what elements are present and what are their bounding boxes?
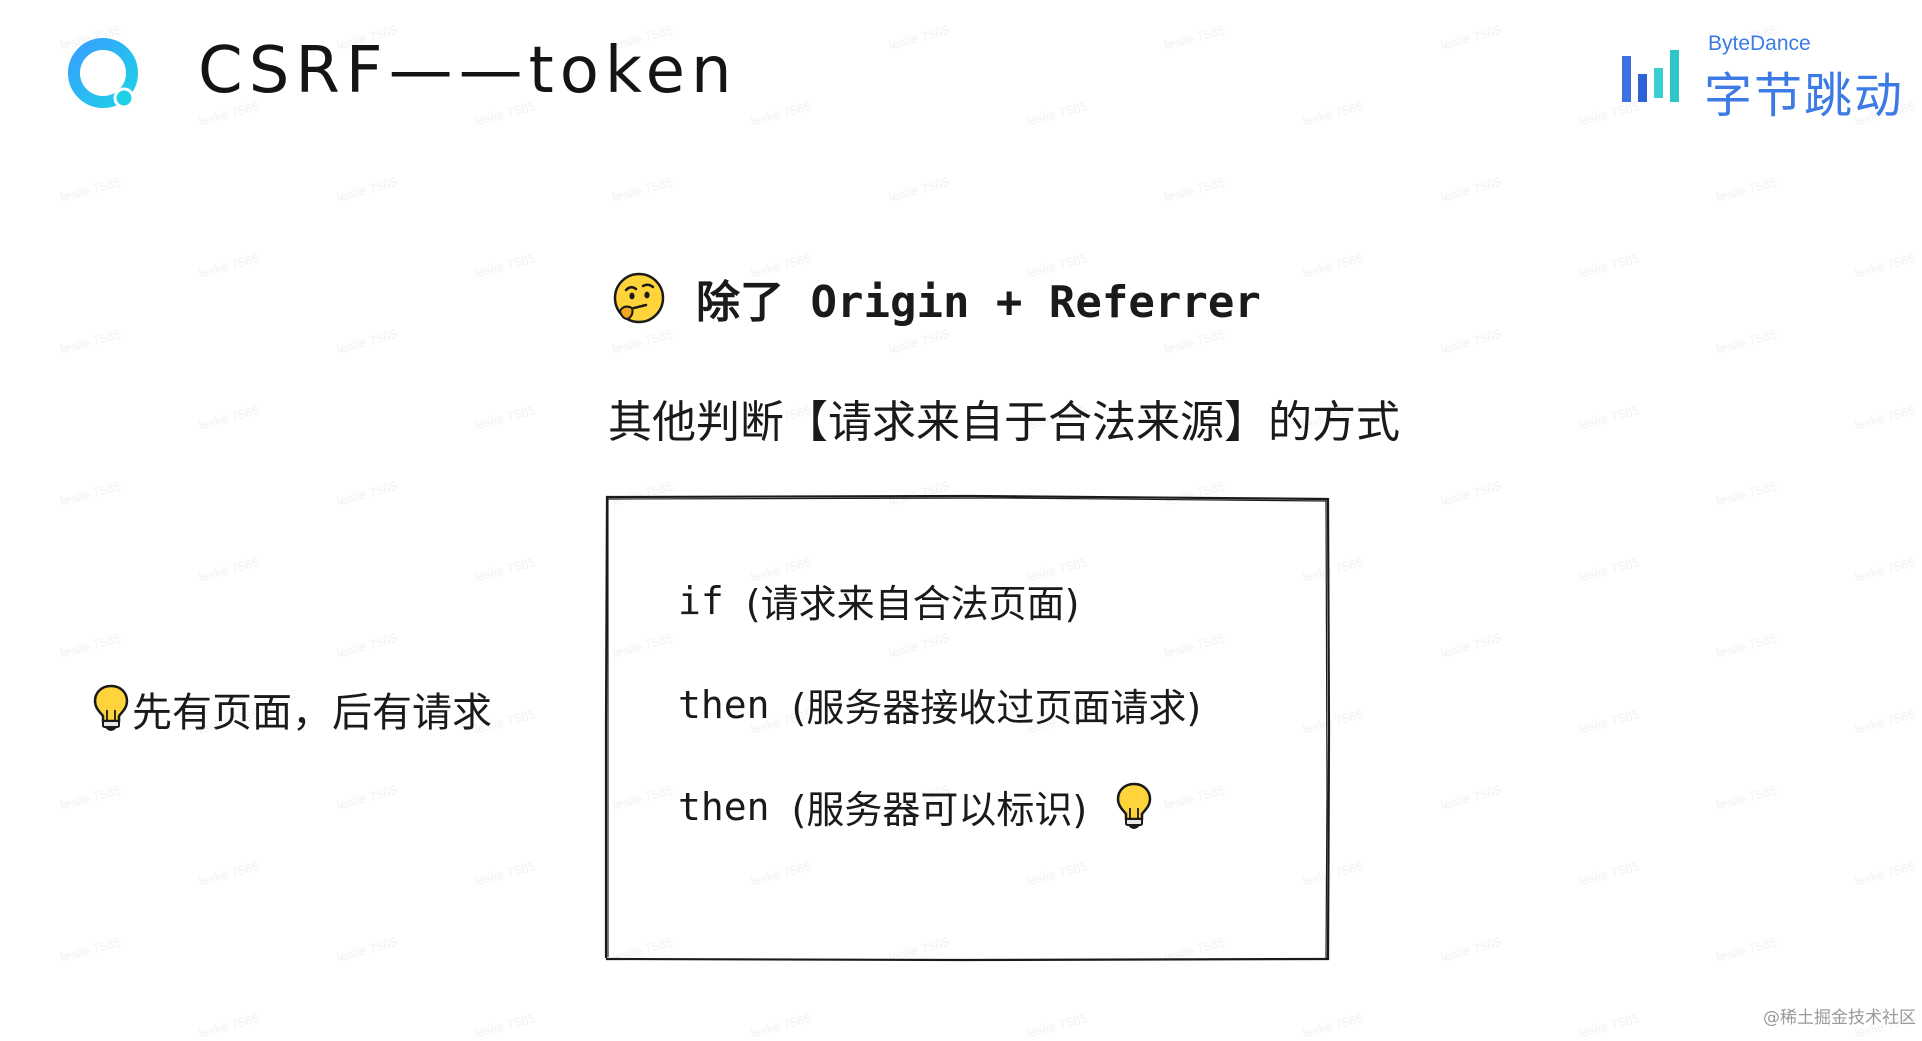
watermark-text: leslie 7585 — [1853, 250, 1918, 281]
heading-text: 除了 Origin + Referrer — [696, 277, 1261, 328]
watermark-text: leslie 7585 — [59, 326, 124, 357]
watermark-text: leslie 7585 — [1439, 478, 1504, 509]
watermark-text: leslie 7585 — [335, 934, 400, 965]
watermark-text: leslie 7585 — [473, 554, 538, 585]
watermark-text: leslie 7585 — [1025, 98, 1090, 129]
code-keyword: if — [678, 578, 724, 623]
code-line-if: if (请求来自合法页面) — [678, 573, 1079, 628]
watermark-text: leslie 7585 — [1715, 174, 1780, 205]
watermark-text: leslie 7585 — [1163, 326, 1228, 357]
code-keyword: then — [678, 784, 770, 829]
code-text: (服务器可以标识) — [791, 788, 1088, 832]
watermark-text: leslie 7585 — [335, 478, 400, 509]
watermark-text: leslie 7585 — [197, 858, 262, 889]
watermark-text: leslie 7585 — [473, 402, 538, 433]
thinking-face-icon — [613, 272, 665, 324]
watermark-text: leslie 7585 — [1025, 1010, 1090, 1041]
watermark-text: leslie 7585 — [887, 22, 952, 53]
watermark-text: leslie 7585 — [887, 174, 952, 205]
watermark-text: leslie 7585 — [473, 858, 538, 889]
watermark-text: leslie 7585 — [1301, 1010, 1366, 1041]
watermark-text: leslie 7585 — [1577, 858, 1642, 889]
watermark-text: leslie 7585 — [197, 402, 262, 433]
watermark-text: leslie 7585 — [611, 326, 676, 357]
corner-credit: @稀土掘金技术社区 — [1763, 1008, 1916, 1028]
watermark-text: leslie 7585 — [59, 934, 124, 965]
watermark-text: leslie 7585 — [59, 782, 124, 813]
code-box-frame — [604, 494, 1331, 962]
code-line-then-2: then (服务器可以标识) — [678, 779, 1153, 834]
watermark-text: leslie 7585 — [197, 250, 262, 281]
watermark-text: leslie 7585 — [1163, 22, 1228, 53]
watermark-text: leslie 7585 — [59, 630, 124, 661]
watermark-text: leslie 7585 — [1301, 250, 1366, 281]
watermark-text: leslie 7585 — [1715, 782, 1780, 813]
watermark-text: leslie 7585 — [1577, 250, 1642, 281]
watermark-text: leslie 7585 — [335, 174, 400, 205]
watermark-text: leslie 7585 — [1577, 706, 1642, 737]
watermark-text: leslie 7585 — [59, 174, 124, 205]
lightbulb-icon — [1116, 782, 1152, 829]
watermark-text: leslie 7585 — [1439, 782, 1504, 813]
watermark-text: leslie 7585 — [1439, 630, 1504, 661]
side-note: 先有页面，后有请求 — [92, 680, 492, 738]
code-keyword: then — [678, 682, 770, 727]
watermark-text: leslie 7585 — [197, 554, 262, 585]
watermark-text: leslie 7585 — [1301, 98, 1366, 129]
watermark-text: leslie 7585 — [611, 174, 676, 205]
subheading: 其他判断【请求来自于合法来源】的方式 — [608, 397, 1400, 448]
code-text: (请求来自合法页面) — [745, 582, 1080, 626]
code-line-then-1: then (服务器接收过页面请求) — [678, 677, 1201, 732]
watermark-text: leslie 7585 — [1853, 858, 1918, 889]
watermark-text: leslie 7585 — [1715, 326, 1780, 357]
heading-row: 除了 Origin + Referrer — [612, 268, 1261, 328]
watermark-text: leslie 7585 — [887, 326, 952, 357]
watermark-text: leslie 7585 — [1439, 326, 1504, 357]
watermark-text: leslie 7585 — [1439, 174, 1504, 205]
watermark-text: leslie 7585 — [197, 1010, 262, 1041]
watermark-text: leslie 7585 — [1439, 934, 1504, 965]
watermark-text: leslie 7585 — [749, 1010, 814, 1041]
watermark-text: leslie 7585 — [59, 478, 124, 509]
watermark-text: leslie 7585 — [1715, 934, 1780, 965]
watermark-text: leslie 7585 — [335, 782, 400, 813]
watermark-text: leslie 7585 — [1715, 630, 1780, 661]
watermark-text: leslie 7585 — [473, 250, 538, 281]
brand-chinese: 字节跳动 — [1704, 68, 1905, 124]
app-logo-icon — [68, 38, 138, 109]
watermark-text: leslie 7585 — [749, 98, 814, 129]
code-box: if (请求来自合法页面) then (服务器接收过页面请求) then (服务… — [604, 494, 1331, 962]
watermark-text: leslie 7585 — [1577, 554, 1642, 585]
watermark-text: leslie 7585 — [1577, 402, 1642, 433]
bytedance-logo: ByteDance 字节跳动 — [1620, 30, 1902, 124]
lightbulb-icon — [93, 684, 129, 731]
code-text: (服务器接收过页面请求) — [791, 686, 1202, 730]
brand-english: ByteDance — [1708, 32, 1811, 55]
watermark-text: leslie 7585 — [1163, 174, 1228, 205]
side-note-text: 先有页面，后有请求 — [132, 690, 492, 736]
watermark-text: leslie 7585 — [335, 630, 400, 661]
bytedance-bars-icon — [1622, 50, 1679, 102]
watermark-text: leslie 7585 — [1577, 1010, 1642, 1041]
watermark-text: leslie 7585 — [335, 326, 400, 357]
watermark-text: leslie 7585 — [1715, 478, 1780, 509]
watermark-text: leslie 7585 — [1439, 22, 1504, 53]
watermark-text: leslie 7585 — [473, 1010, 538, 1041]
watermark-text: leslie 7585 — [1853, 402, 1918, 433]
watermark-text: leslie 7585 — [1853, 554, 1918, 585]
watermark-text: leslie 7585 — [1853, 706, 1918, 737]
slide-title: CSRF——token — [198, 34, 738, 108]
